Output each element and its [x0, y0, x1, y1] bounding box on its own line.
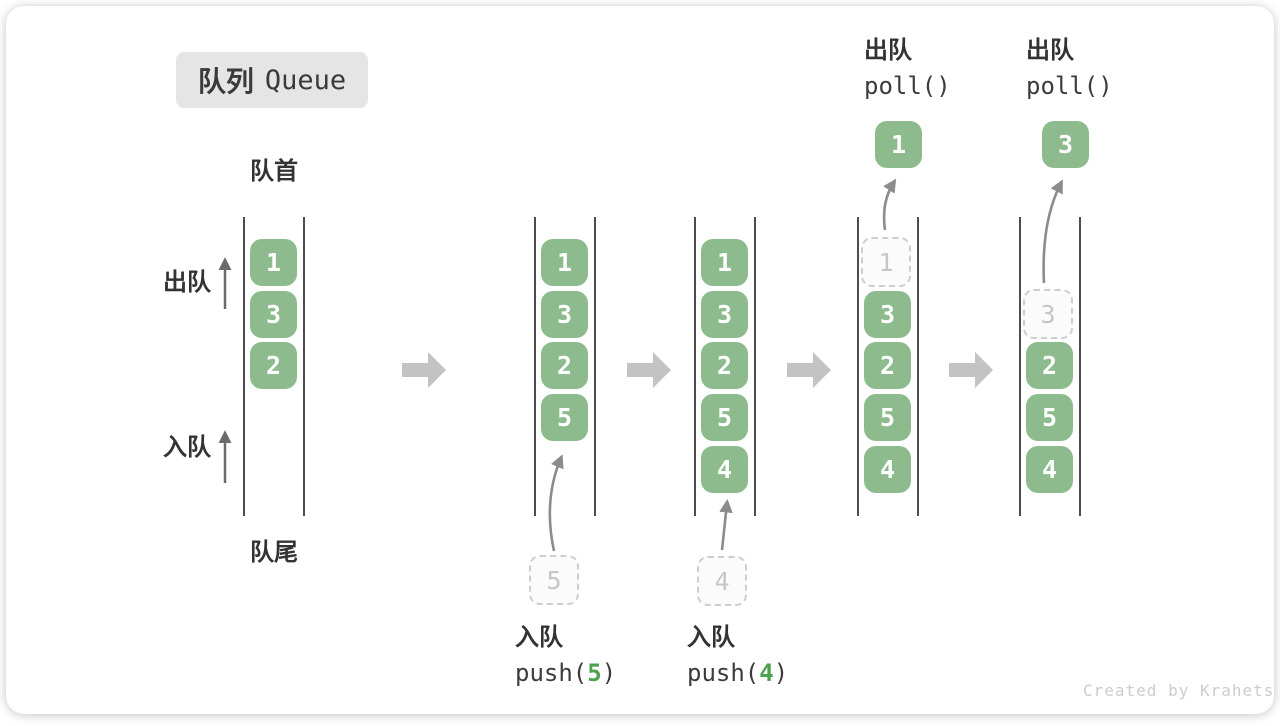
code-arg: 4 [759, 659, 774, 687]
arrow-layer [218, 178, 1063, 552]
queue-cell: 4 [1026, 446, 1073, 493]
code-pre: push( [515, 659, 588, 687]
flow-arrow-icon [787, 352, 831, 388]
watermark-credit: Created by Krahets [1083, 681, 1275, 700]
queue-cell: 1 [701, 239, 748, 286]
queue-rear-label: 队尾 [250, 539, 298, 566]
ghost-slot-box: 1 [861, 237, 911, 287]
queue-cell: 3 [541, 291, 588, 338]
queue-cell: 3 [701, 291, 748, 338]
queue-wall-line [594, 217, 596, 516]
queue-wall-line [694, 217, 696, 516]
poll-code-label: poll() [864, 72, 951, 100]
queue-wall-line [754, 217, 756, 516]
enqueue-side-label: 入队 [163, 434, 211, 461]
queue-cell: 5 [1026, 394, 1073, 441]
popped-element-box: 3 [1042, 121, 1089, 168]
queue-cell: 5 [541, 394, 588, 441]
code-post: ) [773, 659, 789, 687]
queue-cell: 1 [541, 239, 588, 286]
code-arg: 5 [587, 659, 602, 687]
queue-cell: 1 [250, 239, 297, 286]
staged-element-box: 5 [529, 555, 579, 605]
push-code-label: push(4) [687, 661, 788, 685]
enqueue-op-label: 入队 [515, 624, 563, 651]
queue-cell: 5 [701, 394, 748, 441]
queue-wall-line [1079, 217, 1081, 516]
queue-wall-line [917, 217, 919, 516]
poll-code-label: poll() [1026, 72, 1113, 100]
enqueue-motion-arrow-icon [719, 498, 733, 551]
popped-element-box: 1 [875, 121, 922, 168]
push-code-label: push(5) [515, 661, 616, 685]
queue-wall-line [303, 217, 305, 516]
dequeue-op-label: 出队 [864, 37, 912, 64]
flow-arrow-icon [949, 352, 993, 388]
dequeue-motion-arrow-icon [882, 178, 897, 231]
queue-cell: 2 [541, 342, 588, 389]
queue-wall-line [857, 217, 859, 516]
enqueue-motion-arrow-icon [548, 454, 564, 552]
queue-wall-line [534, 217, 536, 516]
queue-cell: 3 [250, 291, 297, 338]
dequeue-op-label: 出队 [1026, 37, 1074, 64]
ghost-slot-box: 3 [1023, 289, 1073, 339]
queue-cell: 4 [864, 446, 911, 493]
queue-wall-line [243, 217, 245, 516]
queue-cell: 2 [864, 342, 911, 389]
code-pre: push( [687, 659, 760, 687]
queue-front-label: 队首 [250, 158, 298, 185]
title-en: Queue [264, 64, 347, 96]
queue-cell: 5 [864, 394, 911, 441]
dequeue-side-label: 出队 [163, 269, 211, 296]
queue-cell: 2 [701, 342, 748, 389]
title-zh: 队列 [197, 66, 254, 97]
queue-cell: 3 [864, 291, 911, 338]
queue-cell: 2 [1026, 342, 1073, 389]
enqueue-op-label: 入队 [687, 624, 735, 651]
queue-wall-line [1019, 217, 1021, 516]
queue-cell: 2 [250, 342, 297, 389]
staged-element-box: 4 [697, 556, 747, 606]
flow-arrow-icon [627, 352, 671, 388]
code-post: ) [601, 659, 617, 687]
flow-arrow-icon [402, 352, 446, 388]
queue-cell: 4 [701, 446, 748, 493]
diagram-card: 队列 Queue 队首 队尾 出队 入队 1 3 2 [6, 6, 1274, 714]
title-badge: 队列 Queue [176, 52, 368, 108]
dequeue-motion-arrow-icon [1042, 179, 1063, 284]
